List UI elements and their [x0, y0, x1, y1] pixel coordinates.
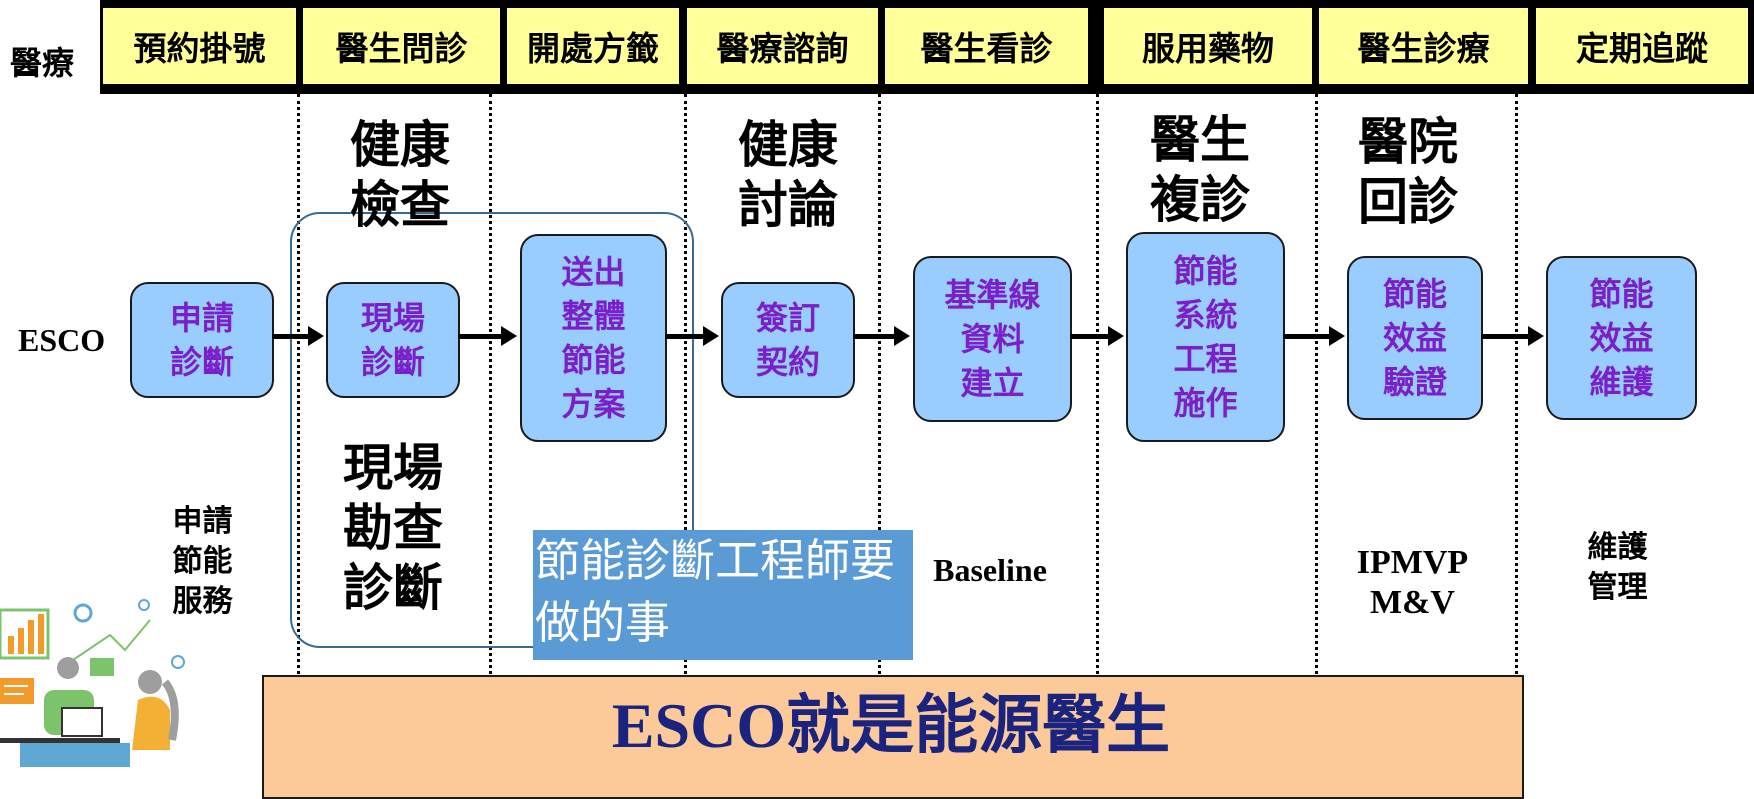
divider-line [489, 94, 492, 674]
arrow-right [1070, 326, 1124, 346]
row-label-esco: ESCO [18, 322, 106, 358]
header-bar: 預約掛號 醫生問診 開處方籤 醫療諮詢 醫生看診 服用藥物 醫生診療 定期追蹤 [100, 0, 1754, 94]
step-apply-diagnosis: 申請 診斷 [130, 282, 274, 398]
label-doctor-revisit: 醫生 複診 [1150, 111, 1250, 229]
step-sign-contract: 簽訂 契約 [721, 282, 855, 398]
label-maintain-manage: 維護 管理 [1587, 530, 1648, 605]
header-cell-appointment: 預約掛號 [103, 8, 296, 84]
label-ipmvp-mv: IPMVP M&V [1356, 544, 1469, 621]
header-cell-doctor-visit: 醫生看診 [885, 8, 1088, 84]
label-site-survey: 現場 勘查 診斷 [343, 439, 443, 617]
banner-title: ESCO就是能源醫生 [611, 690, 1171, 761]
label-hospital-revisit: 醫院 回診 [1358, 113, 1458, 231]
arrow-right [1283, 326, 1345, 346]
step-savings-maintenance: 節能 效益 維護 [1546, 256, 1697, 420]
divider-line [1515, 94, 1518, 674]
arrow-right [665, 326, 719, 346]
label-apply-service: 申請 節能 服務 [172, 504, 233, 619]
step-submit-plan: 送出 整體 節能 方案 [520, 234, 667, 442]
header-cell-consultation: 醫生問診 [303, 8, 500, 84]
header-cell-medication: 服用藥物 [1104, 8, 1312, 84]
divider-line [878, 94, 881, 674]
header-cell-prescription: 開處方籤 [507, 8, 679, 84]
step-savings-verification: 節能 效益 驗證 [1347, 256, 1483, 420]
label-health-discuss: 健康 討論 [738, 116, 838, 234]
divider-line [1315, 94, 1318, 674]
step-site-diagnosis: 現場 診斷 [326, 282, 460, 398]
header-cell-treatment: 醫生診療 [1319, 8, 1528, 84]
arrow-right [458, 326, 517, 346]
callout-engineer-tasks: 節能診斷工程師要做的事 [533, 530, 913, 660]
arrow-right [1481, 326, 1544, 346]
arrow-right [272, 326, 324, 346]
arrow-right [853, 326, 910, 346]
row-label-medical: 醫療 [10, 44, 75, 82]
survey-group-outline [290, 212, 694, 648]
label-health-check: 健康 檢查 [350, 116, 450, 234]
divider-line [297, 94, 300, 674]
step-baseline-data: 基準線 資料 建立 [913, 256, 1072, 422]
divider-line [684, 94, 687, 674]
header-cell-follow-up: 定期追蹤 [1536, 8, 1748, 84]
people-working-illustration [0, 599, 185, 767]
label-baseline: Baseline [933, 552, 1047, 588]
step-system-construction: 節能 系統 工程 施作 [1126, 232, 1285, 442]
divider-line [1096, 94, 1099, 674]
header-cell-medical-advice: 醫療諮詢 [687, 8, 878, 84]
